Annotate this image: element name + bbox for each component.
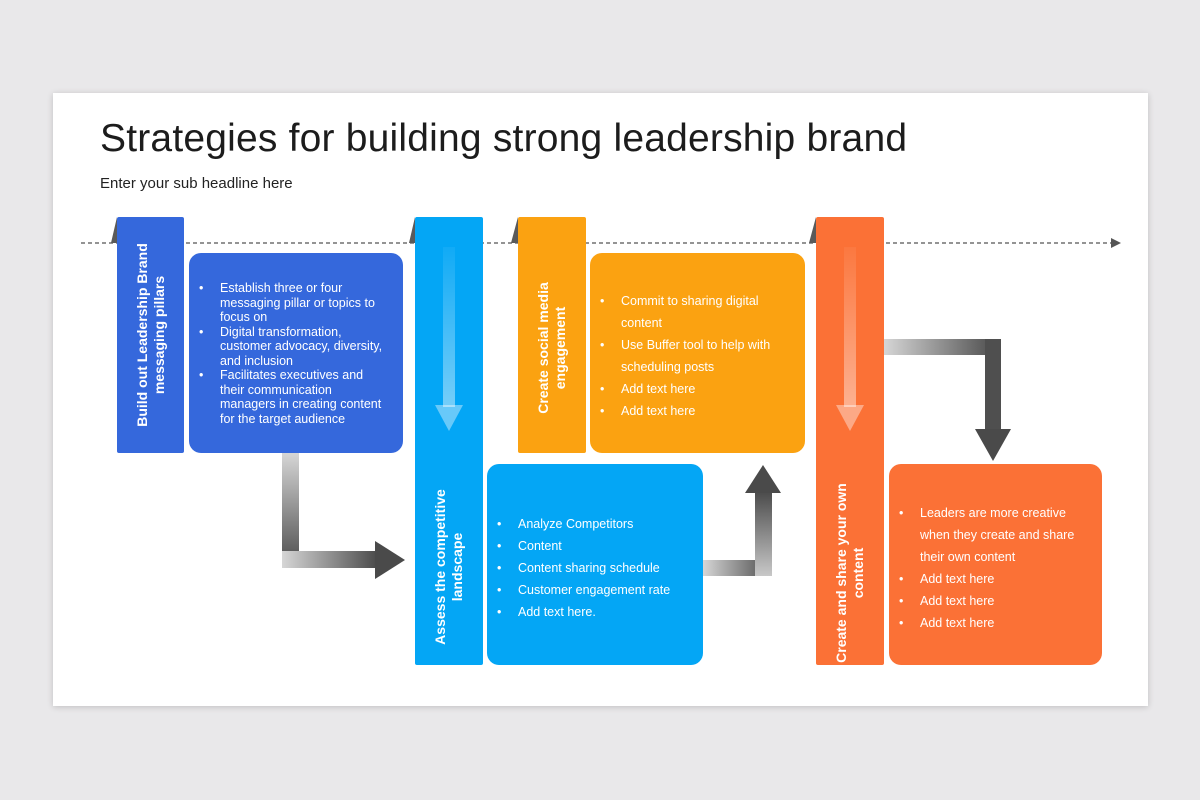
step-3-label: Create social media engagement xyxy=(535,282,568,414)
fold-tab-2 xyxy=(409,217,415,243)
diagram-connectors xyxy=(81,217,1121,579)
page-subtitle: Enter your sub headline here xyxy=(100,175,293,192)
connector-3-stem xyxy=(985,339,1001,431)
step-4-bullet-4: Add text here xyxy=(899,612,1088,634)
connector-2-stem xyxy=(755,491,772,576)
step-1-bar: Build out Leadership Brand messaging pil… xyxy=(117,217,184,453)
step-4-down-arrow-icon xyxy=(836,247,864,431)
fold-tab-4 xyxy=(809,217,816,243)
fold-tab-1 xyxy=(111,217,117,243)
connector-3-head xyxy=(975,429,1011,461)
connector-1-head xyxy=(375,541,405,579)
step-2-bullet-4: Customer engagement rate xyxy=(497,579,689,601)
step-1-bullet-3: Facilitates executives and their communi… xyxy=(199,368,389,426)
step-2-box: Analyze Competitors Content Content shar… xyxy=(487,464,703,665)
step-4-box: Leaders are more creative when they crea… xyxy=(889,464,1102,665)
step-4-bullet-2: Add text here xyxy=(899,568,1088,590)
step-4-label: Create and share your own content xyxy=(833,483,866,663)
step-2-bullet-5: Add text here. xyxy=(497,601,689,623)
connector-1-stem xyxy=(282,453,299,568)
step-2-bar: Assess the competitive landscape xyxy=(415,217,483,665)
step-3-bullet-3: Add text here xyxy=(600,378,791,400)
connector-2-shaft xyxy=(703,560,772,576)
step-3-bullet-4: Add text here xyxy=(600,400,791,422)
step-1-label: Build out Leadership Brand messaging pil… xyxy=(133,243,167,427)
step-2-bullet-1: Analyze Competitors xyxy=(497,513,689,535)
connector-3-shaft xyxy=(884,339,999,355)
step-2-bullet-list: Analyze Competitors Content Content shar… xyxy=(497,513,689,623)
timeline-arrowhead xyxy=(1111,238,1121,248)
step-2-label: Assess the competitive landscape xyxy=(432,489,465,645)
step-3-bullet-1: Commit to sharing digital content xyxy=(600,290,791,334)
fold-tab-3 xyxy=(511,217,518,243)
connector-1-shaft xyxy=(282,551,378,568)
page-title: Strategies for building strong leadershi… xyxy=(100,117,908,160)
step-3-box: Commit to sharing digital content Use Bu… xyxy=(590,253,805,453)
step-4-bar: Create and share your own content xyxy=(816,217,884,665)
slide: Strategies for building strong leadershi… xyxy=(53,93,1148,706)
step-1-bullet-1: Establish three or four messaging pillar… xyxy=(199,281,389,325)
step-1-box: Establish three or four messaging pillar… xyxy=(189,253,403,453)
step-3-bullet-2: Use Buffer tool to help with scheduling … xyxy=(600,334,791,378)
step-3-bar: Create social media engagement xyxy=(518,217,586,453)
connector-2-head xyxy=(745,465,781,493)
step-2-bullet-2: Content xyxy=(497,535,689,557)
step-4-bullet-1: Leaders are more creative when they crea… xyxy=(899,502,1088,568)
step-4-bullet-3: Add text here xyxy=(899,590,1088,612)
step-2-down-arrow-icon xyxy=(435,247,463,431)
step-4-bullet-list: Leaders are more creative when they crea… xyxy=(899,502,1088,634)
step-2-bullet-3: Content sharing schedule xyxy=(497,557,689,579)
step-1-bullet-list: Establish three or four messaging pillar… xyxy=(199,281,389,426)
step-1-bullet-2: Digital transformation, customer advocac… xyxy=(199,325,389,369)
step-3-bullet-list: Commit to sharing digital content Use Bu… xyxy=(600,290,791,422)
